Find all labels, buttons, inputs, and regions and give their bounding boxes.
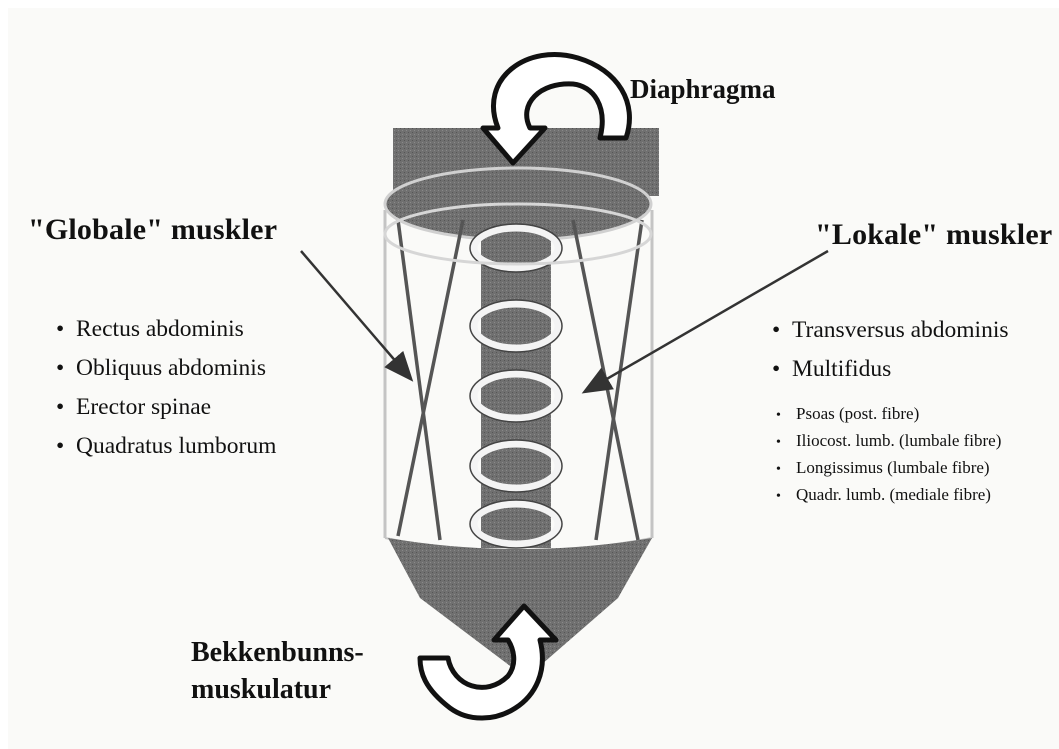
bullet-icon: • [56, 310, 76, 349]
bullet-icon: • [56, 349, 76, 388]
list-item: •Iliocost. lumb. (lumbale fibre) [776, 427, 1001, 454]
list-item: •Quadratus lumborum [56, 427, 276, 466]
global-muscles-list: •Rectus abdominis •Obliquus abdominis •E… [56, 310, 276, 466]
pelvic-floor-label: Bekkenbunns- muskulatur [191, 634, 364, 708]
list-item: •Rectus abdominis [56, 310, 276, 349]
bullet-icon: • [776, 402, 796, 429]
diaphragm-label: Diaphragma [630, 74, 776, 105]
spine [470, 218, 562, 548]
list-item: •Erector spinae [56, 388, 276, 427]
local-muscles-heading: "Lokale" muskler [815, 218, 1052, 252]
list-item: •Multifidus [772, 350, 1009, 389]
local-muscles-minor-list: •Psoas (post. fibre) •Iliocost. lumb. (l… [776, 400, 1001, 508]
list-item: •Psoas (post. fibre) [776, 400, 1001, 427]
pelvic-floor-label-line1: Bekkenbunns- [191, 634, 364, 671]
bullet-icon: • [772, 311, 792, 350]
pelvic-floor-label-line2: muskulatur [191, 671, 364, 708]
bullet-icon: • [776, 483, 796, 510]
bullet-icon: • [776, 429, 796, 456]
global-muscles-heading: "Globale" muskler [28, 213, 277, 247]
list-item: •Obliquus abdominis [56, 349, 276, 388]
list-item: •Quadr. lumb. (mediale fibre) [776, 481, 1001, 508]
list-item: •Transversus abdominis [772, 311, 1009, 350]
list-item: •Longissimus (lumbale fibre) [776, 454, 1001, 481]
bullet-icon: • [776, 456, 796, 483]
local-muscles-major-list: •Transversus abdominis •Multifidus [772, 311, 1009, 389]
global-pointer-arrow [301, 251, 410, 378]
bullet-icon: • [56, 427, 76, 466]
bullet-icon: • [56, 388, 76, 427]
figure-page: Diaphragma "Globale" muskler "Lokale" mu… [8, 8, 1059, 749]
bullet-icon: • [772, 350, 792, 389]
